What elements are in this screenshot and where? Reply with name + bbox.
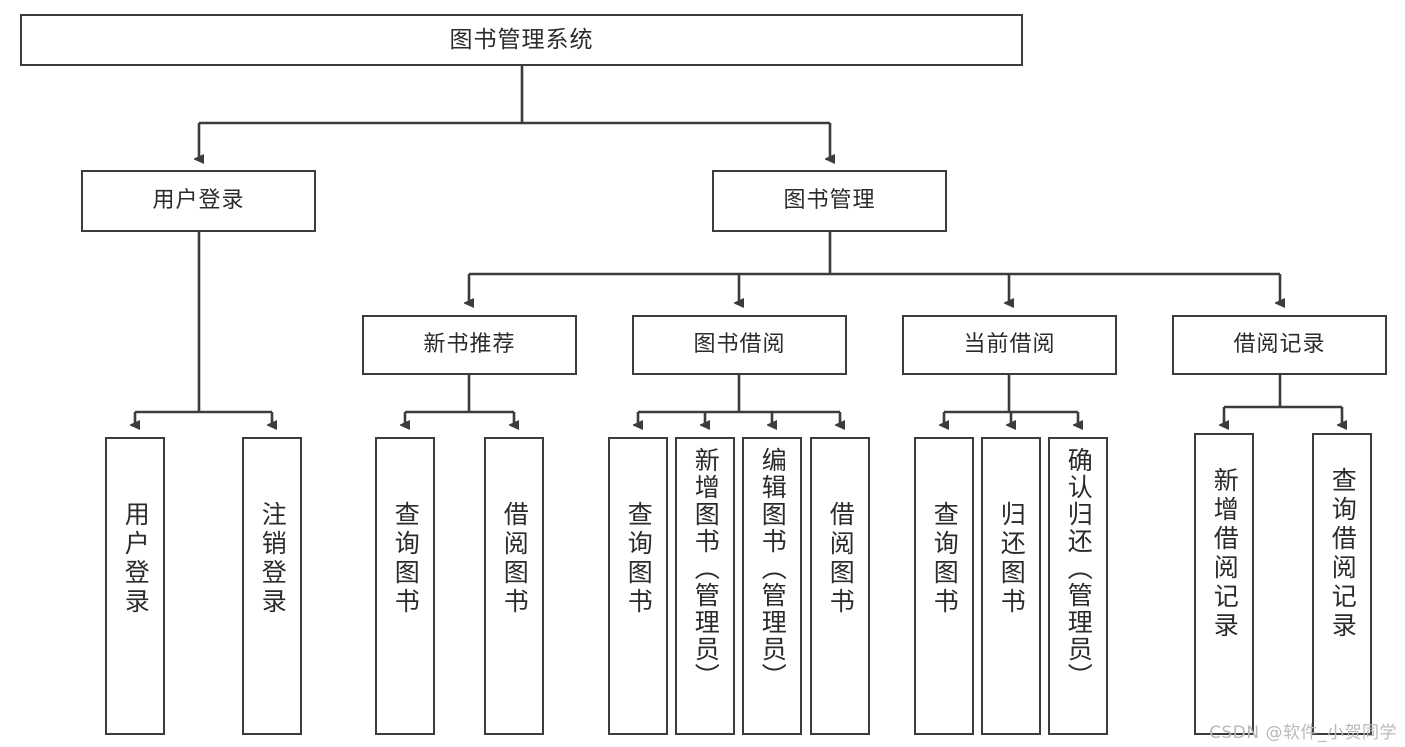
leaf-return-book[interactable]: 归还图书	[981, 437, 1041, 735]
node-label: 当前借阅	[963, 332, 1056, 357]
csdn-watermark: CSDN @软件_小贺同学	[1209, 723, 1397, 743]
leaf-borrow-book[interactable]: 借阅图书	[810, 437, 870, 735]
node-book-management[interactable]: 图书管理	[712, 170, 947, 232]
node-label: 借阅图书	[500, 501, 530, 617]
node-label: 图书借阅	[693, 332, 786, 357]
node-label: 新增图书（管理员）	[691, 447, 721, 690]
node-label: 图书管理	[783, 188, 876, 213]
node-current-borrow[interactable]: 当前借阅	[902, 315, 1117, 375]
node-book-borrow[interactable]: 图书借阅	[632, 315, 847, 375]
node-label: 用户登录	[152, 188, 245, 213]
node-label: 查询图书	[391, 501, 421, 617]
node-label: 借阅记录	[1233, 332, 1326, 357]
node-new-book-recommend[interactable]: 新书推荐	[362, 315, 577, 375]
leaf-query-book-borrow[interactable]: 查询图书	[608, 437, 668, 735]
leaf-add-book-admin[interactable]: 新增图书（管理员）	[675, 437, 735, 735]
node-label: 借阅图书	[826, 501, 856, 617]
node-label: 新书推荐	[423, 332, 516, 357]
leaf-user-login[interactable]: 用户登录	[105, 437, 165, 735]
leaf-borrow-book-recommend[interactable]: 借阅图书	[484, 437, 544, 735]
node-label: 查询图书	[930, 501, 960, 617]
leaf-logout[interactable]: 注销登录	[242, 437, 302, 735]
leaf-query-book-recommend[interactable]: 查询图书	[375, 437, 435, 735]
node-label: 查询图书	[624, 501, 654, 617]
node-label: 用户登录	[121, 501, 151, 617]
leaf-add-borrow-record[interactable]: 新增借阅记录	[1194, 433, 1254, 735]
node-label: 归还图书	[997, 501, 1027, 617]
node-label: 查询借阅记录	[1328, 467, 1358, 641]
node-label: 注销登录	[258, 501, 288, 617]
node-root-system[interactable]: 图书管理系统	[20, 14, 1023, 66]
leaf-confirm-return-admin[interactable]: 确认归还（管理员）	[1048, 437, 1108, 735]
leaf-query-book-current[interactable]: 查询图书	[914, 437, 974, 735]
node-user-login[interactable]: 用户登录	[81, 170, 316, 232]
node-label: 编辑图书（管理员）	[758, 447, 788, 690]
node-label: 图书管理系统	[449, 26, 594, 53]
leaf-query-borrow-record[interactable]: 查询借阅记录	[1312, 433, 1372, 735]
node-borrow-records[interactable]: 借阅记录	[1172, 315, 1387, 375]
node-label: 确认归还（管理员）	[1064, 447, 1094, 690]
leaf-edit-book-admin[interactable]: 编辑图书（管理员）	[742, 437, 802, 735]
node-label: 新增借阅记录	[1210, 467, 1240, 641]
